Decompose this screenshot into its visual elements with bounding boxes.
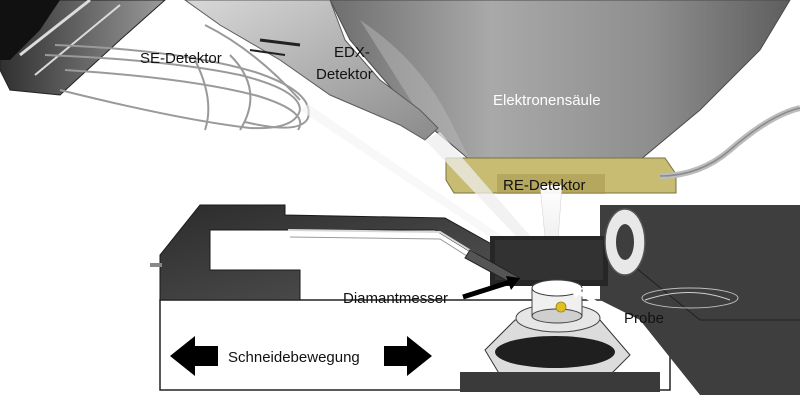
diamond-knife-pointer [462, 276, 520, 300]
right-arrow-icon [384, 336, 432, 376]
electron-column-label: Elektronensäule [493, 92, 601, 109]
cutting-motion-label: Schneidebewegung [228, 349, 360, 366]
electron-column [329, 0, 791, 179]
left-arrow-icon [170, 336, 218, 376]
se-detector [0, 0, 166, 96]
edx-detector-label-line2: Detektor [316, 66, 373, 83]
sample-label: Probe [624, 310, 664, 327]
stage-ring [604, 208, 646, 276]
re-detector-label: RE-Detektor [503, 177, 586, 194]
edx-detector-label-line1: EDX- [334, 44, 370, 61]
sample-dot [555, 301, 567, 313]
sample-holder [460, 279, 660, 392]
sample-holder-block [490, 236, 608, 286]
se-detector-wire-cage [44, 24, 310, 131]
sample-pointer [573, 288, 620, 318]
re-detector [445, 157, 677, 194]
se-detector-label: SE-Detektor [140, 50, 222, 67]
diamond-knife-label: Diamantmesser [343, 290, 448, 307]
edx-detector [184, 0, 439, 141]
